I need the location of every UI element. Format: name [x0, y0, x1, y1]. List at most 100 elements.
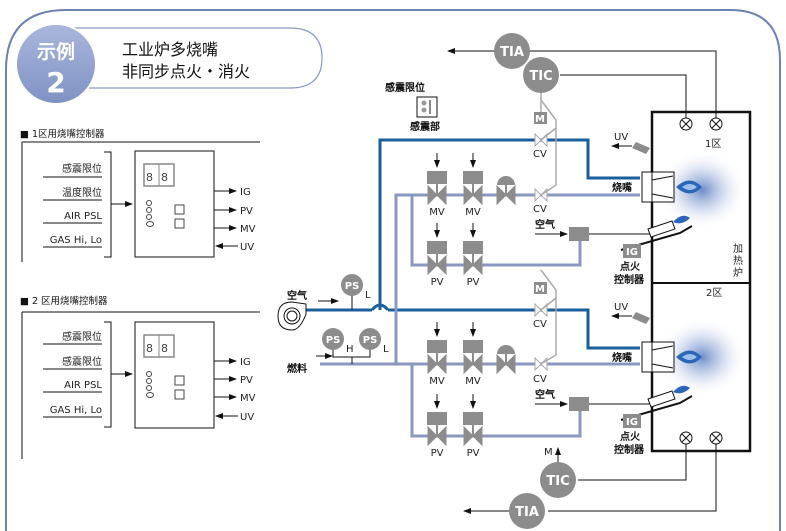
air-blower: 空气	[277, 289, 339, 331]
motor-actuator	[534, 112, 547, 124]
svg-text:M: M	[535, 284, 545, 295]
controller-output: MV	[240, 224, 256, 235]
page-title-line2: 非同步点火・消火	[122, 62, 250, 81]
svg-text:8: 8	[161, 171, 168, 184]
pilot-valve: PV	[463, 223, 483, 288]
seismic-sensor: 感震限位 感震部	[385, 81, 440, 133]
tia-instrument-zone1: TIA	[494, 33, 530, 69]
svg-text:8: 8	[161, 342, 168, 355]
thermocouple-zone2	[679, 431, 723, 445]
svg-text:L: L	[383, 344, 389, 355]
controller-output: UV	[240, 242, 254, 253]
controller-output: IG	[240, 357, 251, 368]
valve-group: MV MV MV MV PV PV PV PV	[427, 132, 548, 459]
furnace-label: 炉	[733, 267, 743, 279]
pilot-air-label: 空气	[535, 218, 555, 231]
controller-panel-zone1: ■ 1区用烧嘴控制器 感震限位 温度限位 AIR PSL GAS Hi, Lo …	[20, 128, 260, 262]
svg-text:IG: IG	[626, 417, 638, 428]
controller-output: IG	[240, 187, 251, 198]
burner-zone1: 烧嘴 IG 点火 控制器 UV	[611, 132, 702, 286]
svg-text:PS: PS	[363, 335, 378, 346]
motor-actuator	[534, 282, 547, 294]
valve-label: PV	[431, 448, 444, 459]
svg-text:8: 8	[146, 171, 153, 184]
svg-text:H: H	[346, 344, 354, 355]
burner-label: 烧嘴	[612, 181, 632, 194]
svg-text:PS: PS	[345, 281, 360, 292]
cv-label: CV	[533, 204, 547, 215]
svg-text:L: L	[365, 290, 371, 301]
svg-text:IG: IG	[626, 247, 638, 258]
svg-text:PS: PS	[326, 335, 341, 346]
burner-zone2: 烧嘴 IG 点火 控制器 UV	[611, 302, 702, 456]
outer-frame	[5, 9, 781, 531]
main-valve: MV	[463, 153, 483, 218]
page-title-line1: 工业炉多烧嘴	[122, 40, 218, 59]
controller-output: PV	[240, 206, 253, 217]
air-label: 空气	[287, 289, 307, 302]
cv-label: CV	[533, 374, 547, 385]
controller-input: 感震限位	[62, 162, 102, 175]
controller-input: GAS Hi, Lo	[50, 405, 102, 416]
control-valve-linkage-zone2	[540, 269, 557, 365]
controller-output: PV	[240, 375, 253, 386]
svg-text:TIA: TIA	[515, 505, 539, 520]
regulator-valve	[496, 176, 516, 206]
svg-text:TIA: TIA	[500, 45, 524, 60]
cv-label: CV	[533, 149, 547, 160]
badge-number: 2	[46, 66, 65, 99]
pressure-switch-gas: PS H PS L	[322, 328, 389, 364]
controller-output: MV	[240, 393, 256, 404]
svg-text:8: 8	[146, 342, 153, 355]
cv-label: CV	[533, 319, 547, 330]
ignition-controller-label: 控制器	[614, 443, 645, 456]
furnace-label: 热	[733, 254, 743, 267]
motor-signal-label: M	[544, 447, 553, 458]
valve-label: MV	[429, 376, 445, 387]
zone1-label: 1区	[705, 138, 721, 150]
svg-text:TIC: TIC	[546, 474, 569, 489]
tic-instrument-zone1: TIC	[523, 57, 559, 93]
pilot-valve: PV	[427, 394, 447, 459]
valve-label: MV	[465, 207, 481, 218]
zone2-label: 2区	[706, 287, 722, 299]
controller-input: 感震限位	[62, 355, 102, 368]
pilot-valve: PV	[427, 223, 447, 288]
controller-output: UV	[240, 412, 254, 423]
valve-label: PV	[431, 277, 444, 288]
furnace-label: 加	[733, 243, 743, 255]
uv-label: UV	[614, 132, 628, 143]
svg-text:M: M	[535, 114, 545, 125]
valve-label: MV	[429, 207, 445, 218]
valve-label: MV	[465, 376, 481, 387]
controller-heading: ■ 1区用烧嘴控制器	[20, 128, 105, 140]
main-valve: MV	[427, 322, 447, 387]
ignition-controller-label: 点火	[620, 260, 641, 273]
controller-input: GAS Hi, Lo	[50, 235, 102, 246]
ignition-controller-label: 控制器	[614, 273, 645, 286]
control-valve-linkage-zone1	[540, 93, 557, 196]
pilot-valve: PV	[463, 394, 483, 459]
controller-heading: ■ 2 区用烧嘴控制器	[20, 295, 108, 307]
uv-label: UV	[614, 302, 628, 313]
tia-instrument-zone2: TIA	[509, 493, 545, 529]
example-badge	[15, 23, 97, 105]
valve-label: PV	[467, 277, 480, 288]
regulator-valve	[496, 345, 516, 375]
seismic-unit-label: 感震部	[410, 120, 440, 133]
svg-text:TIC: TIC	[529, 69, 552, 84]
pressure-switch-air-low: PS L	[341, 274, 371, 310]
badge-label: 示例	[37, 40, 75, 63]
controller-input: AIR PSL	[64, 211, 102, 222]
burner-label: 烧嘴	[612, 351, 632, 364]
title-pill	[60, 27, 323, 89]
fuel-label: 燃料	[287, 362, 307, 375]
controller-panel-zone2: ■ 2 区用烧嘴控制器 感震限位 感震限位 AIR PSL GAS Hi, Lo…	[20, 295, 260, 459]
valve-label: PV	[467, 448, 480, 459]
controller-input: 温度限位	[62, 186, 102, 199]
controller-input: 感震限位	[62, 330, 102, 343]
ignition-controller-label: 点火	[620, 430, 641, 443]
pilot-air-label: 空气	[535, 388, 555, 401]
seismic-limit-label: 感震限位	[385, 81, 425, 94]
